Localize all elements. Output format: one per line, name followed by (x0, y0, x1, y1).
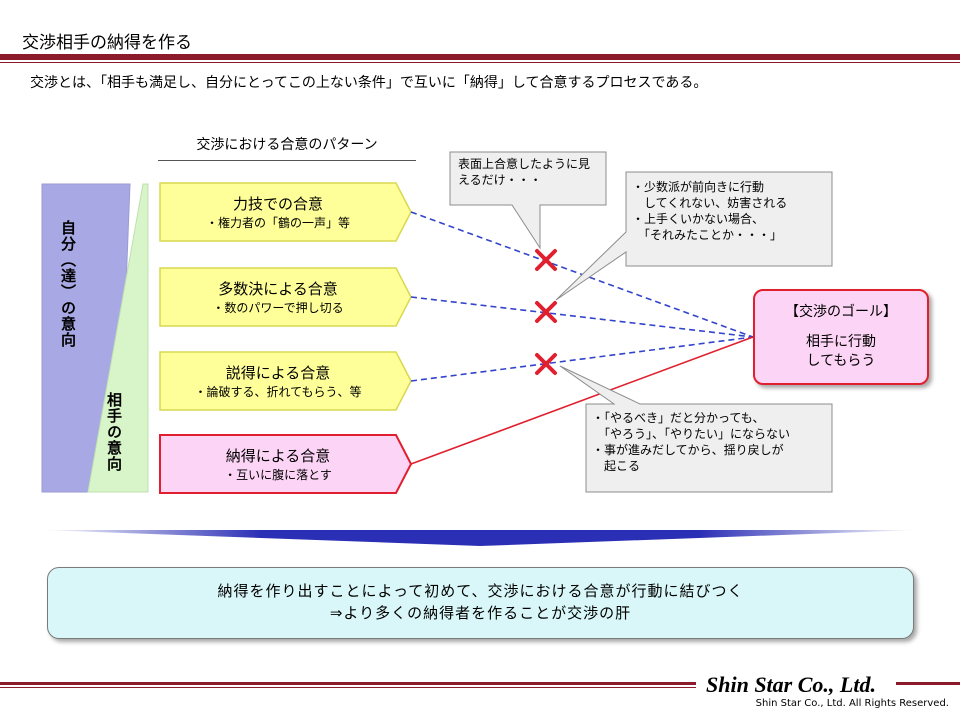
callout-rt-line-3: ・上手くいかない場合、 (632, 212, 765, 226)
pattern-4: 納得による合意 ・互いに腹に落とす (160, 437, 396, 493)
callout-right-bottom-shape (559, 365, 833, 493)
other-intent-label: 相手の意向 (105, 392, 123, 472)
pattern-3: 説得による合意 ・論破する、折れてもらう、等 (160, 354, 396, 410)
pattern-4-sub: ・互いに腹に落とす (224, 468, 332, 482)
dashed-line-2 (410, 296, 754, 338)
callout-rt-line-4: 「それみたことか・・・」 (632, 228, 783, 242)
goal-title: 【交渉のゴール】 (785, 304, 897, 320)
callout-rb-line-4: 起こる (592, 459, 641, 473)
company-logo: Shin Star Co., Ltd. (706, 672, 876, 697)
goal-box: 【交渉のゴール】 相手に行動 してもらう (753, 289, 929, 385)
callout-rb-line-2: 「やろう」、「やりたい」にならない (592, 427, 791, 441)
copyright-text: Shin Star Co., Ltd. All Rights Reserved. (755, 698, 949, 709)
conclusion-box: 納得を作り出すことによって初めて、交渉における合意が行動に結びつく ⇒より多くの… (47, 567, 914, 639)
x-mark-2 (535, 301, 557, 323)
callout-right-top-text: ・少数派が前向きに行動 してくれない、妨害される ・上手くいかない場合、 「それ… (632, 179, 830, 243)
down-arrow-band (42, 530, 918, 546)
pattern-heading: 交渉における合意のパターン (196, 137, 378, 153)
page-subtitle: 交渉とは、「相手も満足し、自分にとってこの上ない条件」で互いに「納得」して合意す… (30, 75, 708, 91)
callout-rt-line-2: してくれない、妨害される (632, 196, 788, 210)
x-mark-1 (535, 249, 557, 271)
callout-right-top-shape (555, 171, 833, 301)
header-rule-thin (0, 62, 960, 63)
footer-rule-left (0, 682, 696, 685)
pattern-2-sub: ・数のパワーで押し切る (212, 301, 344, 315)
pattern-shape-3 (159, 351, 412, 411)
pattern-1: 力技での合意 ・権力者の「鶴の一声」等 (160, 185, 396, 241)
callout-top-text: 表面上合意したように見えるだけ・・・ (458, 157, 591, 187)
callout-right-bottom-text: ・「やるべき」だと分かっても、 「やろう」、「やりたい」にならない ・事が進みだ… (592, 410, 830, 474)
pattern-1-title: 力技での合意 (232, 195, 323, 213)
pattern-shape-4 (159, 434, 413, 494)
pattern-shape-2 (159, 267, 412, 327)
footer-rule-right (896, 682, 960, 685)
pattern-2: 多数決による合意 ・数のパワーで押し切る (160, 270, 396, 326)
conclusion-line-2: ⇒より多くの納得者を作ることが交渉の肝 (329, 604, 632, 622)
pattern-1-sub: ・権力者の「鶴の一声」等 (205, 216, 350, 230)
self-intent-label: 自分（達）の意向 (59, 220, 77, 348)
conclusion-line-1: 納得を作り出すことによって初めて、交渉における合意が行動に結びつく (217, 582, 744, 600)
footer-rule-left-thin (0, 687, 696, 688)
pattern-3-title: 説得による合意 (225, 364, 331, 382)
callout-rb-line-3: ・事が進みだしてから、揺り戻しが (592, 443, 784, 457)
pattern-2-title: 多数決による合意 (218, 280, 338, 298)
goal-text: 相手に行動 してもらう (755, 333, 927, 371)
pattern-4-title: 納得による合意 (225, 447, 331, 465)
callout-rb-line-1: ・「やるべき」だと分かっても、 (592, 411, 765, 425)
callout-top-shape (449, 151, 607, 250)
goal-text-line-2: してもらう (806, 353, 876, 369)
solid-line-4 (410, 336, 754, 465)
goal-text-line-1: 相手に行動 (806, 334, 876, 350)
page-title: 交渉相手の納得を作る (22, 33, 192, 53)
dashed-line-3 (410, 336, 754, 382)
other-intent-bar (87, 183, 149, 493)
header-rule (0, 54, 960, 60)
x-mark-3 (535, 353, 557, 375)
pattern-heading-rule (158, 160, 416, 161)
callout-rt-line-1: ・少数派が前向きに行動 (632, 180, 765, 194)
pattern-shape-1 (159, 182, 412, 242)
pattern-3-sub: ・論破する、折れてもらう、等 (194, 385, 362, 399)
